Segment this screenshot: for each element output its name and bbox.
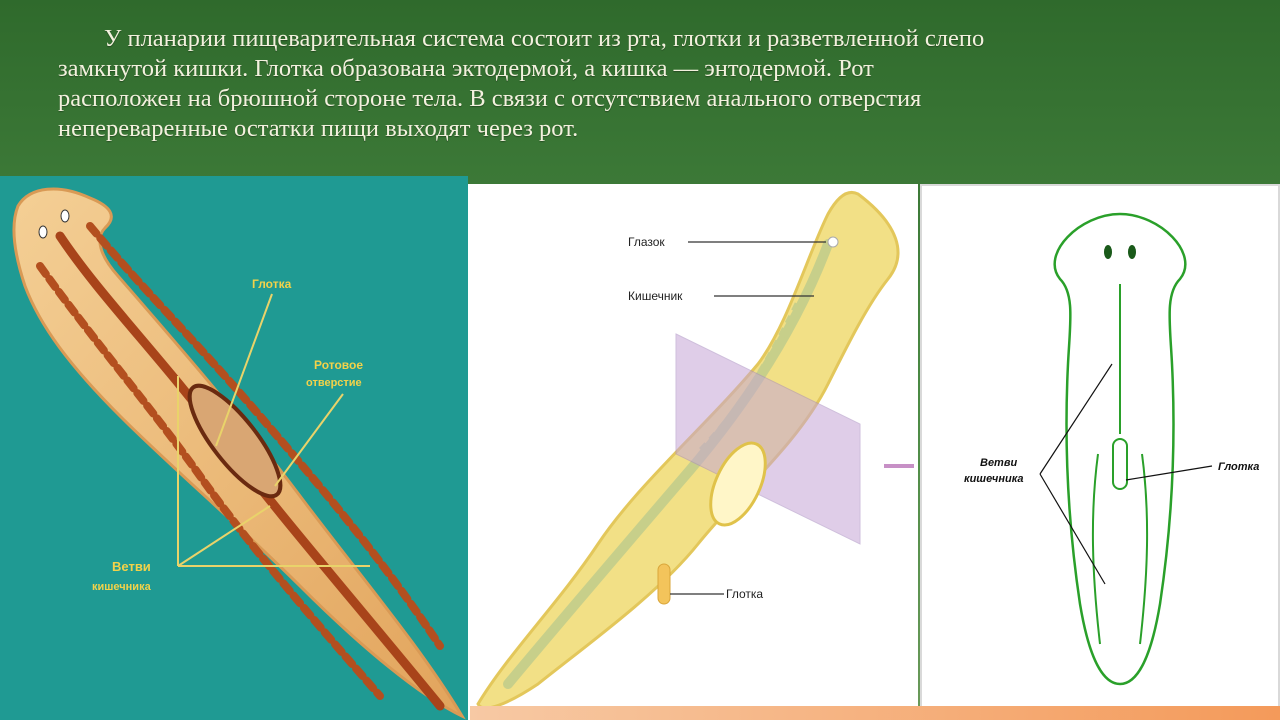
caption-line-3: расположен на брюшной стороне тела. В св… (58, 85, 922, 112)
decorative-mark (884, 464, 914, 468)
gut-left (1091, 453, 1101, 645)
bottom-accent-bar (470, 706, 1280, 720)
eye-right (1128, 245, 1136, 259)
label-branches-1: Ветви (112, 559, 151, 574)
label-eye: Глазок (628, 235, 665, 249)
eye-right (60, 209, 70, 223)
eye-left (38, 225, 48, 239)
figure-colored-planaria: Глотка Ротовое отверстие Ветви кишечника (0, 176, 468, 720)
planaria-illustration-3: Ветви кишечника Глотка (964, 212, 1259, 686)
label-pharynx: Глотка (252, 277, 292, 291)
pharynx-shape (187, 383, 283, 499)
label-pharynx: Глотка (1218, 461, 1259, 473)
figure-section-planaria: Глазок Кишечник Глотка (468, 184, 918, 720)
caption-line-4: непереваренные остатки пищи выходят чере… (58, 115, 579, 142)
worm-outline (1053, 212, 1187, 686)
figure-frame (920, 184, 1280, 720)
planaria-illustration-1: Глотка Ротовое отверстие Ветви кишечника (12, 187, 466, 720)
pharynx-tube (657, 563, 671, 605)
caption-line-2: замкнутой кишки. Глотка образована эктод… (58, 55, 874, 82)
label-intestine: Кишечник (628, 289, 683, 303)
gut-right (1139, 453, 1149, 645)
caption-paragraph: У планарии пищеварительная система состо… (58, 24, 1258, 144)
section-plane (675, 333, 861, 545)
label-mouth-2: отверстие (306, 377, 362, 389)
pharynx-shape (1112, 438, 1128, 490)
pharynx-shape (709, 441, 767, 527)
gut-left-branch (36, 262, 384, 700)
label-mouth-1: Ротовое (314, 358, 363, 372)
eye-left (1104, 245, 1112, 259)
figure-outline-planaria: Ветви кишечника Глотка (920, 184, 1280, 720)
eye (827, 236, 839, 248)
label-branches-2: кишечника (92, 581, 152, 593)
label-branches-1: Ветви (980, 457, 1017, 469)
gut-right-branch (86, 222, 444, 650)
label-branches-2: кишечника (964, 473, 1024, 485)
caption-line-1: У планарии пищеварительная система состо… (104, 25, 985, 52)
label-pharynx: Глотка (726, 587, 763, 601)
planaria-illustration-2: Глазок Кишечник Глотка (476, 190, 900, 710)
